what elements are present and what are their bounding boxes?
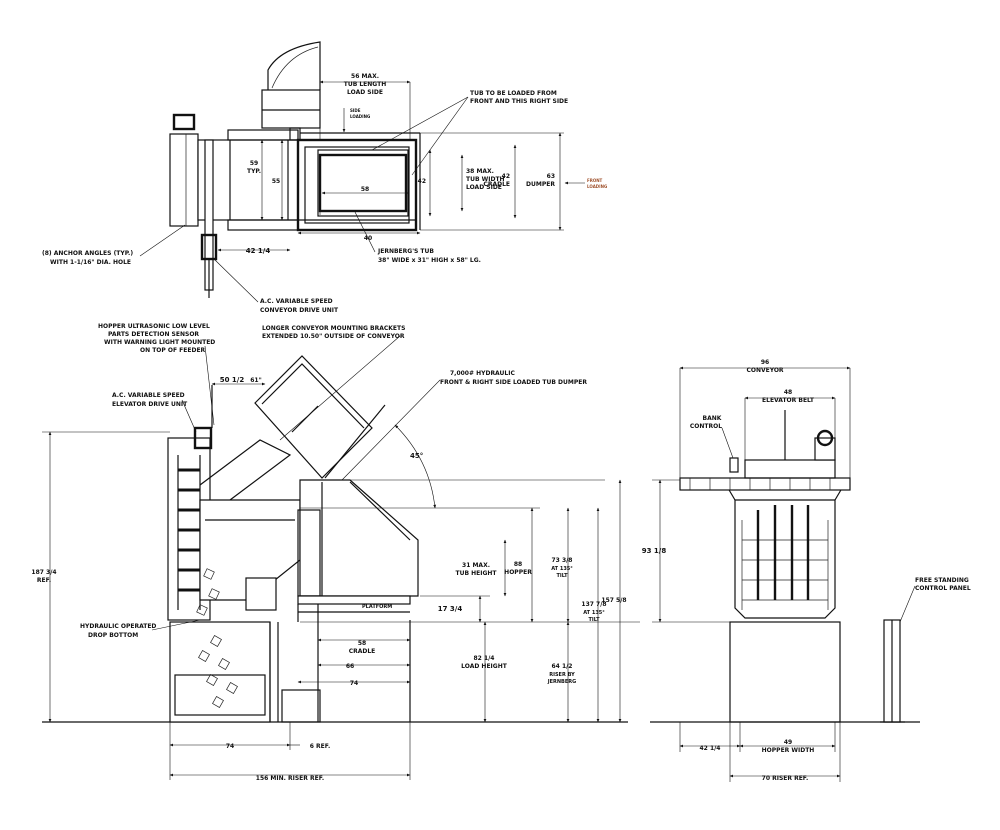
dim-59-typ-1: 59 <box>250 160 258 167</box>
dim-96-2: CONVEYOR <box>746 367 783 374</box>
dim-137-2: AT 135° <box>583 610 605 616</box>
ac-conveyor-2: CONVEYOR DRIVE UNIT <box>260 307 339 314</box>
free-standing-1: FREE STANDING <box>915 577 969 584</box>
side-elevation-view: 45° PLATFORM 187 3/4 REF. 50 1/2 61" HOP… <box>31 323 640 782</box>
hydraulic-drop-1: HYDRAULIC OPERATED <box>80 623 156 630</box>
dim-50-1-2: 50 1/2 <box>220 376 245 384</box>
dim-31-2: TUB HEIGHT <box>455 570 497 577</box>
angle-45: 45° <box>410 452 423 460</box>
dim-49-1: 49 <box>784 739 792 746</box>
dim-42-1-4: 42 1/4 <box>246 247 271 255</box>
dim-64-1: 64 1/2 <box>552 663 573 670</box>
platform: PLATFORM <box>362 604 392 610</box>
dim-137-1: 137 7/8 <box>581 601 606 608</box>
dim-137-3: TILT <box>588 617 600 623</box>
side-loading-2: LOADING <box>350 114 370 119</box>
dim-187-1: 187 3/4 <box>31 569 56 576</box>
jernberg-tub-1: JERNBERG'S TUB <box>377 248 434 255</box>
hydraulic-dumper-1: 7,000# HYDRAULIC <box>450 370 515 377</box>
bank-control-2: CONTROL <box>690 423 722 430</box>
hydraulic-dumper-2: FRONT & RIGHT SIDE LOADED TUB DUMPER <box>440 379 587 386</box>
dim-63-1: 63 <box>547 173 555 180</box>
end-elevation-view: 96 CONVEYOR 48 ELEVATOR BELT BANK CONTRO… <box>642 359 971 782</box>
dim-59-typ-2: TYP. <box>247 168 261 175</box>
top-plan-view: 56 MAX. TUB LENGTH LOAD SIDE TUB TO BE L… <box>42 41 607 314</box>
ac-elevator-2: ELEVATOR DRIVE UNIT <box>112 401 188 408</box>
hopper-sensor-4: ON TOP OF FEEDER <box>140 347 206 354</box>
dim-38-3: LOAD SIDE <box>466 184 502 191</box>
dim-88-1: 88 <box>514 561 522 568</box>
bank-control-1: BANK <box>703 415 722 422</box>
longer-brackets-1: LONGER CONVEYOR MOUNTING BRACKETS <box>262 325 405 332</box>
anchor-angles-1: (8) ANCHOR ANGLES (TYP.) <box>42 250 133 257</box>
dim-93: 93 1/8 <box>642 547 667 555</box>
dim-64-3: JERNBERG <box>547 679 577 685</box>
note-tub-loaded-1: TUB TO BE LOADED FROM <box>470 90 557 97</box>
note-tub-loaded-2: FRONT AND THIS RIGHT SIDE <box>470 98 568 105</box>
dim-63-2: DUMPER <box>526 181 555 188</box>
dim-58: 58 <box>361 186 369 193</box>
dim-42-1-4-end: 42 1/4 <box>700 745 721 752</box>
hopper-sensor-1: HOPPER ULTRASONIC LOW LEVEL <box>98 323 210 330</box>
dim-38-2: TUB WIDTH <box>466 176 505 183</box>
dim-31-1: 31 MAX. <box>462 562 490 569</box>
hopper-sensor-3: WITH WARNING LIGHT MOUNTED <box>104 339 215 346</box>
dim-74-lower: 74 <box>226 743 234 750</box>
dim-42: 42 <box>418 178 426 185</box>
dim-55: 55 <box>272 178 280 185</box>
dim-157: 157 5/8 <box>601 597 626 604</box>
dim-73-2: AT 135° <box>551 566 573 572</box>
dim-156: 156 MIN. RISER REF. <box>256 775 324 782</box>
free-standing-2: CONTROL PANEL <box>915 585 971 592</box>
front-loading-1: FRONT <box>587 178 603 183</box>
anchor-angles-2: WITH 1-1/16" DIA. HOLE <box>50 259 131 266</box>
dim-187-2: REF. <box>37 577 51 584</box>
dim-58-cradle-2: CRADLE <box>349 648 376 655</box>
dim-88-2: HOPPER <box>504 569 532 576</box>
dim-tub-length-3: LOAD SIDE <box>347 89 383 96</box>
dim-73-3: TILT <box>556 573 568 579</box>
dim-48-2: ELEVATOR BELT <box>762 397 815 404</box>
dim-61: 61" <box>250 377 261 384</box>
dim-96-1: 96 <box>761 359 769 366</box>
jernberg-tub-2: 38" WIDE x 31" HIGH x 58" LG. <box>378 257 481 264</box>
dim-38-1: 38 MAX. <box>466 168 494 175</box>
dim-66: 66 <box>346 663 354 670</box>
dim-70: 70 RISER REF. <box>762 775 809 782</box>
ac-elevator-1: A.C. VARIABLE SPEED <box>112 392 185 399</box>
dim-58-cradle-1: 58 <box>358 640 366 647</box>
dim-49-2: HOPPER WIDTH <box>762 747 815 754</box>
dim-17-3-4: 17 3/4 <box>438 605 463 613</box>
dim-tub-length-1: 56 MAX. <box>351 73 379 80</box>
dim-6-ref: 6 REF. <box>310 743 330 750</box>
ac-conveyor-1: A.C. VARIABLE SPEED <box>260 298 333 305</box>
hopper-sensor-2: PARTS DETECTION SENSOR <box>108 331 199 338</box>
dim-48-1: 48 <box>784 389 792 396</box>
front-loading-2: LOADING <box>587 184 607 189</box>
dim-tub-length-2: TUB LENGTH <box>344 81 387 88</box>
dim-82-2: LOAD HEIGHT <box>461 663 508 670</box>
hydraulic-drop-2: DROP BOTTOM <box>88 632 138 639</box>
dim-82-1: 82 1/4 <box>474 655 495 662</box>
dim-64-2: RISER BY <box>549 672 575 678</box>
longer-brackets-2: EXTENDED 10.50" OUTSIDE OF CONVEYOR <box>262 333 405 340</box>
dim-42-cradle-1: 42 <box>502 173 510 180</box>
dim-73-1: 73 3/8 <box>552 557 573 564</box>
dim-42-cradle-2: CRADLE <box>483 181 510 188</box>
dim-74-upper: 74 <box>350 680 358 687</box>
side-loading-1: SIDE <box>350 108 361 113</box>
